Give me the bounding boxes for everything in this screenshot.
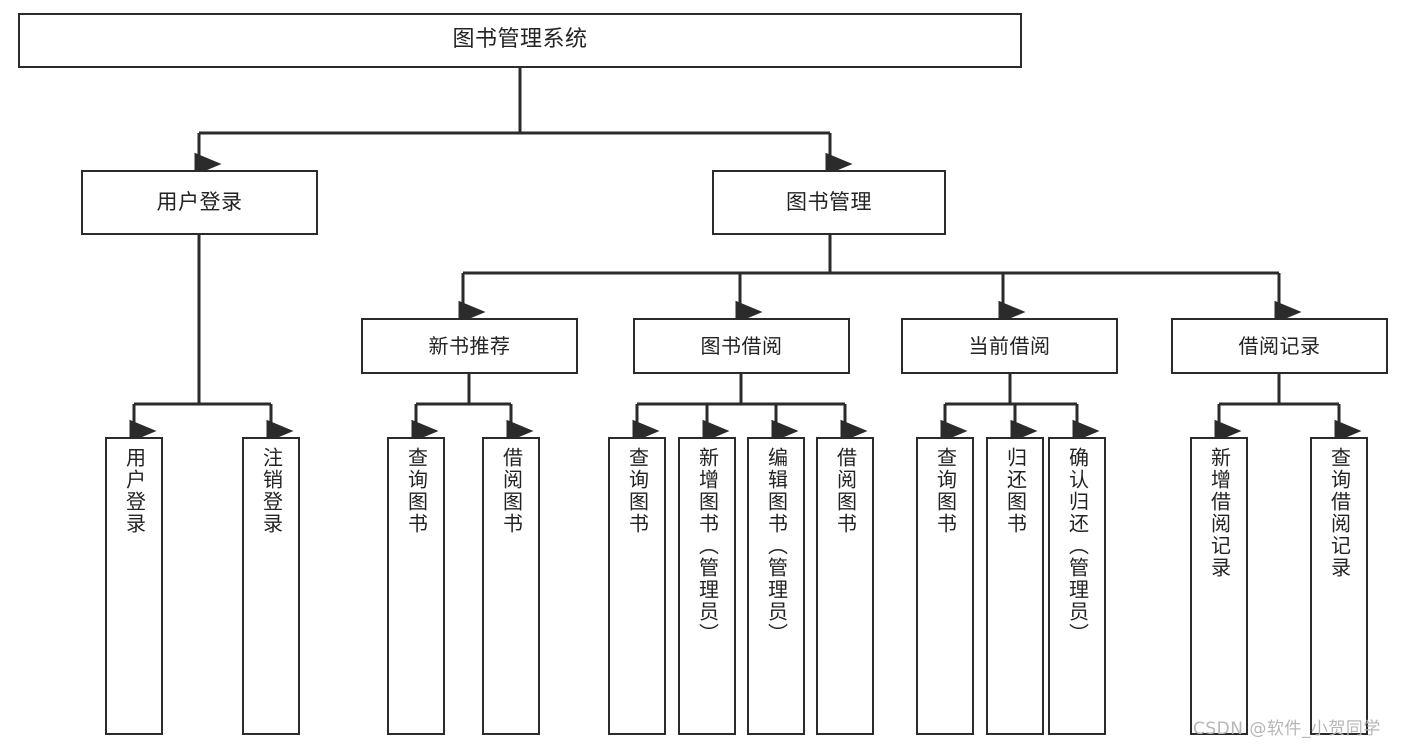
leaf-node-borrow-book[interactable]: 借阅图书 [816, 437, 874, 735]
leaf-label: 查询图书 [404, 447, 429, 535]
leaf-label: 查询借阅记录 [1327, 447, 1352, 579]
leaf-node-query-borrowing-record[interactable]: 查询借阅记录 [1310, 437, 1368, 735]
node-book-borrowing[interactable]: 图书借阅 [633, 318, 850, 374]
leaf-node-query-book-current[interactable]: 查询图书 [916, 437, 974, 735]
leaf-node-confirm-return-admin[interactable]: 确认归还（管理员） [1048, 437, 1106, 735]
leaf-node-edit-book-admin[interactable]: 编辑图书（管理员） [747, 437, 805, 735]
leaf-node-add-borrowing-record[interactable]: 新增借阅记录 [1190, 437, 1248, 735]
node-label: 图书借阅 [700, 334, 783, 358]
leaf-label: 查询图书 [933, 447, 958, 535]
leaf-node-borrow-book-recommendation[interactable]: 借阅图书 [482, 437, 540, 735]
leaf-node-return-book[interactable]: 归还图书 [986, 437, 1044, 735]
node-new-book-recommendation[interactable]: 新书推荐 [361, 318, 578, 374]
node-label: 图书管理系统 [452, 27, 588, 53]
node-label: 当前借阅 [968, 334, 1051, 358]
leaf-node-user-login[interactable]: 用户登录 [105, 437, 163, 735]
leaf-label: 借阅图书 [499, 447, 524, 535]
leaf-label: 编辑图书（管理员） [764, 447, 789, 645]
node-label: 用户登录 [156, 189, 243, 214]
leaf-label: 注销登录 [259, 447, 284, 535]
leaf-node-query-book-recommendation[interactable]: 查询图书 [387, 437, 445, 735]
leaf-node-logout[interactable]: 注销登录 [242, 437, 300, 735]
node-current-borrowing[interactable]: 当前借阅 [901, 318, 1118, 374]
node-label: 借阅记录 [1238, 334, 1321, 358]
leaf-node-add-book-admin[interactable]: 新增图书（管理员） [678, 437, 736, 735]
node-root-book-management-system[interactable]: 图书管理系统 [18, 13, 1022, 68]
leaf-label: 新增借阅记录 [1207, 447, 1232, 579]
node-borrowing-record[interactable]: 借阅记录 [1171, 318, 1388, 374]
node-label: 图书管理 [786, 189, 872, 214]
node-user-login[interactable]: 用户登录 [81, 170, 318, 235]
leaf-label: 用户登录 [122, 447, 147, 535]
leaf-label: 查询图书 [625, 447, 650, 535]
watermark-text: CSDN @软件_小贺同学 [1193, 719, 1381, 739]
leaf-label: 新增图书（管理员） [695, 447, 720, 645]
leaf-label: 借阅图书 [833, 447, 858, 535]
node-book-management[interactable]: 图书管理 [712, 170, 946, 235]
node-label: 新书推荐 [428, 334, 511, 358]
leaf-node-query-book-borrowing[interactable]: 查询图书 [608, 437, 666, 735]
leaf-label: 确认归还（管理员） [1065, 447, 1090, 645]
leaf-label: 归还图书 [1003, 447, 1028, 535]
